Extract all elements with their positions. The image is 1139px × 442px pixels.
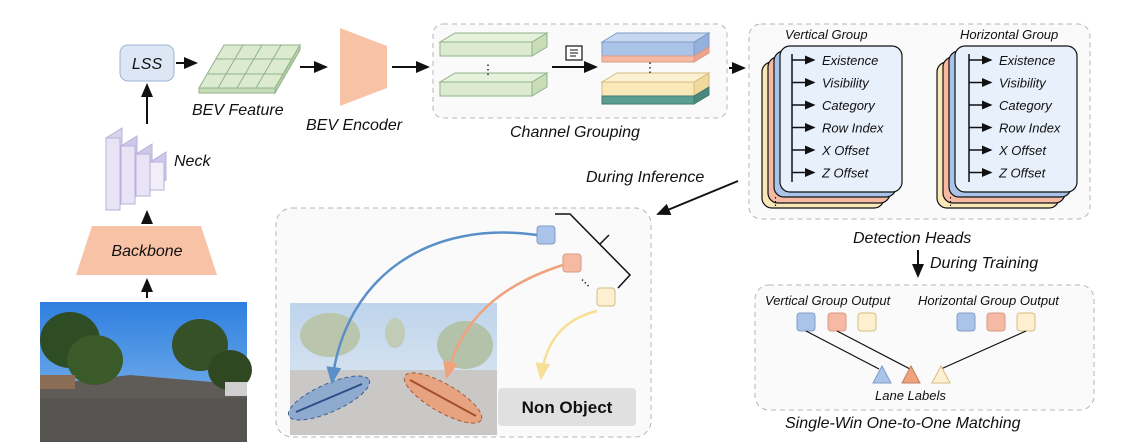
bev-encoder-label: BEV Encoder [306,117,403,134]
v-output-blue [796,312,816,332]
vertical-output-label: Vertical Group Output [765,293,892,308]
v-output-yellow [857,312,877,332]
neck-block: Neck [105,127,211,211]
backbone-block: Backbone [76,226,217,275]
bev-encoder-block: BEV Encoder [306,28,403,134]
horizontal-output-label: Horizontal Group Output [918,293,1060,308]
inference-panel: ... Non Object [275,207,652,438]
horizontal-head-item-4: X Offset [998,143,1047,158]
lss-label: LSS [132,56,163,73]
grouping-icon [565,45,583,61]
h-output-yellow [1016,312,1036,332]
vertical-head-item-3: Row Index [822,121,884,136]
h-output-orange [986,312,1006,332]
camera-image [40,302,252,442]
non-object-label: Non Object [522,398,613,417]
vertical-head-item-0: Existence [822,53,878,68]
matching-label: Single-Win One-to-One Matching [785,415,1021,432]
neck-label: Neck [174,153,211,170]
query-orange [562,253,582,273]
channel-grouping-panel: ⋮ ⋮ [432,23,728,119]
horizontal-head-item-0: Existence [999,53,1055,68]
detection-heads-label: Detection Heads [853,230,971,247]
detection-heads-panel: Vertical Group Horizontal Group Existenc… [748,23,1091,220]
arrow-inference [656,180,739,215]
channel-grouping-label: Channel Grouping [510,124,640,141]
horizontal-stack-dots: ⋮ [945,196,956,208]
vertical-head-item-5: Z Offset [821,166,870,181]
horizontal-head-item-2: Category [999,98,1053,113]
stack-dots-right: ⋮ [644,60,657,75]
query-blue [536,225,556,245]
label-triangle-yellow [931,364,951,384]
bev-feature-grid [198,43,301,95]
bev-feature-label: BEV Feature [192,102,284,119]
h-output-blue [956,312,976,332]
horizontal-head-item-5: Z Offset [998,166,1047,181]
matching-panel: Vertical Group Output Horizontal Group O… [754,284,1095,411]
non-object-box [498,388,636,426]
vertical-head-item-1: Visibility [822,76,870,91]
during-training-label: During Training [930,255,1038,272]
vertical-group-label: Vertical Group [785,27,868,42]
lss-block: LSS [119,44,175,82]
vertical-head-item-2: Category [822,98,876,113]
query-yellow [596,287,616,307]
vertical-head-item-4: X Offset [821,143,870,158]
lane-labels-label: Lane Labels [875,388,946,403]
label-triangle-orange [901,364,921,384]
during-inference-label: During Inference [586,169,704,186]
horizontal-head-item-1: Visibility [999,76,1047,91]
backbone-label: Backbone [111,243,182,260]
v-output-orange [827,312,847,332]
horizontal-group-label: Horizontal Group [960,27,1058,42]
horizontal-head-item-3: Row Index [999,121,1061,136]
vertical-stack-dots: ⋮ [770,196,781,208]
stack-dots-left: ⋮ [482,62,495,77]
label-triangle-blue [872,364,892,384]
